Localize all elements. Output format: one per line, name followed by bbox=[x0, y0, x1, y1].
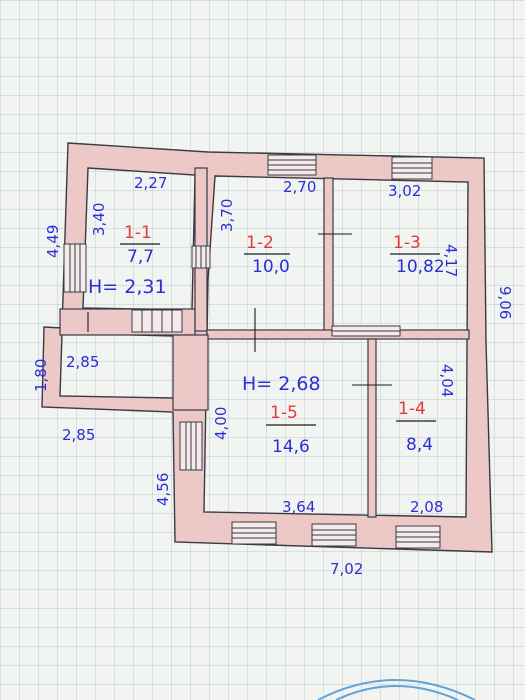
dim-3-02: 3,02 bbox=[388, 182, 421, 200]
dim-3-40: 3,40 bbox=[90, 203, 108, 236]
window-left bbox=[63, 243, 87, 293]
height-main: H= 2,68 bbox=[242, 373, 321, 395]
room-id-1-1: 1-1 bbox=[124, 223, 152, 243]
door-opening bbox=[191, 245, 211, 269]
dim-2-85-outer: 2,85 bbox=[62, 426, 95, 444]
window-bottom-1 bbox=[231, 521, 277, 545]
dim-3-64: 3,64 bbox=[282, 498, 315, 516]
window-bottom-3 bbox=[395, 525, 441, 549]
room-area-1-5: 14,6 bbox=[272, 437, 310, 457]
interior-wall-v-2 bbox=[323, 177, 334, 339]
window-top-2 bbox=[391, 156, 433, 180]
dim-4-49: 4,49 bbox=[44, 225, 62, 258]
window-top-1 bbox=[267, 154, 317, 176]
room-id-1-3: 1-3 bbox=[393, 233, 421, 253]
interior-wall-v-3 bbox=[367, 338, 377, 518]
outer-wall bbox=[41, 142, 493, 553]
room-id-1-2: 1-2 bbox=[246, 233, 274, 253]
dim-2-27: 2,27 bbox=[134, 174, 167, 192]
dim-1-80: 1,80 bbox=[32, 359, 50, 392]
height-left: H= 2,31 bbox=[88, 276, 167, 298]
dim-2-85-inner: 2,85 bbox=[66, 353, 99, 371]
interior-wall-v-4 bbox=[172, 334, 209, 411]
dim-2-70: 2,70 bbox=[283, 178, 316, 196]
dim-4-00: 4,00 bbox=[212, 407, 230, 440]
dim-4-04: 4,04 bbox=[438, 364, 456, 397]
room-area-1-1: 7,7 bbox=[127, 247, 154, 267]
room-area-1-2: 10,0 bbox=[252, 257, 290, 277]
pencil-marks bbox=[87, 233, 392, 386]
dim-9-06: 9,06 bbox=[496, 286, 514, 319]
room-id-1-4: 1-4 bbox=[398, 399, 426, 419]
dim-7-02: 7,02 bbox=[330, 560, 363, 578]
stamp-fragment bbox=[317, 679, 476, 700]
window-inner-1-3 bbox=[331, 325, 401, 337]
room-area-1-3: 10,82 bbox=[396, 257, 445, 277]
window-left-2 bbox=[179, 421, 203, 471]
dim-4-56: 4,56 bbox=[154, 473, 172, 506]
window-bottom-2 bbox=[311, 523, 357, 547]
room-id-1-5: 1-5 bbox=[270, 403, 298, 423]
dim-4-17: 4,17 bbox=[442, 244, 460, 277]
room-area-1-4: 8,4 bbox=[406, 435, 433, 455]
dim-2-08: 2,08 bbox=[410, 498, 443, 516]
area-fraction-lines bbox=[120, 243, 440, 426]
dim-3-70: 3,70 bbox=[218, 199, 236, 232]
window-vestibule bbox=[131, 309, 183, 333]
